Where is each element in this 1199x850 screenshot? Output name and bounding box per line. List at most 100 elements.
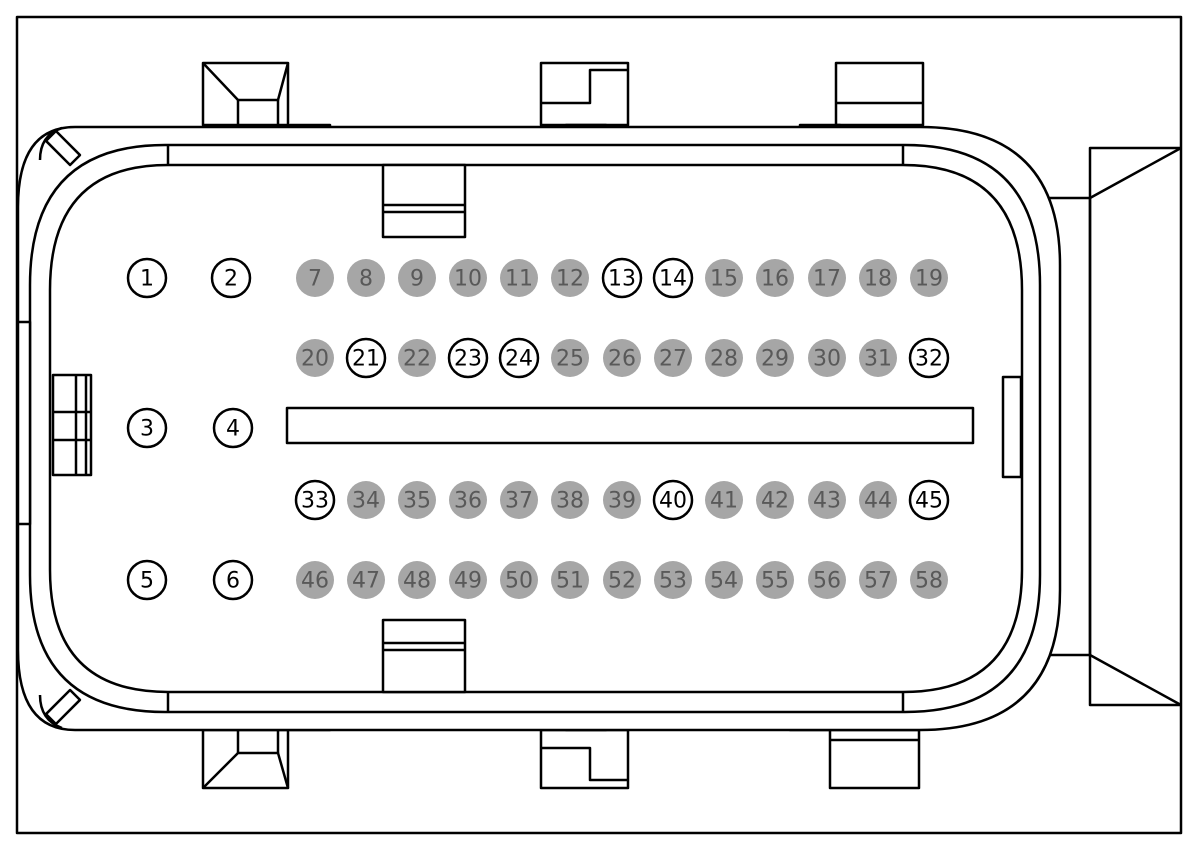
pin-15-label: 15 [710,267,738,292]
pin-57-label: 57 [864,569,892,594]
pin-35-circle [398,481,436,519]
pin-44-circle [859,481,897,519]
pin-54: 54 [705,561,743,599]
pin-58: 58 [910,561,948,599]
bottom-coding-key [381,618,467,694]
pin-43-circle [808,481,846,519]
pin-46-label: 46 [301,569,329,594]
pin-30: 30 [808,339,846,377]
pin-33-label: 33 [301,489,329,514]
pin-4: 4 [212,407,254,449]
pin-49-circle [449,561,487,599]
pin-39: 39 [603,481,641,519]
pin-51: 51 [551,561,589,599]
pin-1: 1 [126,257,168,299]
pin-3-circle [126,407,168,449]
pin-47: 47 [347,561,385,599]
pin-10-label: 10 [454,267,482,292]
pin-24-label: 24 [505,347,533,372]
pin-35-label: 35 [403,489,431,514]
pin-57-circle [859,561,897,599]
pin-19: 19 [910,259,948,297]
pin-56-label: 56 [813,569,841,594]
pin-3: 3 [126,407,168,449]
pin-36-circle [449,481,487,519]
pin-58-circle [910,561,948,599]
pin-18-circle [859,259,897,297]
pin-26-label: 26 [608,347,636,372]
pin-15: 15 [705,259,743,297]
pin-36: 36 [449,481,487,519]
pin-53: 53 [654,561,692,599]
pin-50-label: 50 [505,569,533,594]
pin-48-circle [398,561,436,599]
pin-42-label: 42 [761,489,789,514]
pin-56: 56 [808,561,846,599]
pin-34-circle [347,481,385,519]
connector-shroud [28,143,1042,714]
pin-22: 22 [398,339,436,377]
pin-49: 49 [449,561,487,599]
pin-4-label: 4 [226,417,240,442]
pin-58-label: 58 [915,569,943,594]
pin-23: 23 [447,337,489,379]
pin-34: 34 [347,481,385,519]
pin-43: 43 [808,481,846,519]
pin-9: 9 [398,259,436,297]
top-coding-key [381,163,467,239]
pin-25: 25 [551,339,589,377]
pin-12-circle [551,259,589,297]
pin-57: 57 [859,561,897,599]
pin-27-label: 27 [659,347,687,372]
pin-47-circle [347,561,385,599]
pin-42-circle [756,481,794,519]
pin-1-label: 1 [140,267,154,292]
pin-37-circle [500,481,538,519]
pin-53-label: 53 [659,569,687,594]
pin-11-label: 11 [505,267,533,292]
pin-31-label: 31 [864,347,892,372]
pin-21-circle [345,337,387,379]
pin-17-label: 17 [813,267,841,292]
pin-32-circle [908,337,950,379]
pin-19-circle [910,259,948,297]
pin-26: 26 [603,339,641,377]
pin-36-label: 36 [454,489,482,514]
pin-3-label: 3 [140,417,154,442]
pin-6-label: 6 [226,569,240,594]
pin-45-label: 45 [915,489,943,514]
pin-51-circle [551,561,589,599]
pin-38-circle [551,481,589,519]
pin-45-circle [908,479,950,521]
polarization-slot [285,406,975,445]
pin-39-label: 39 [608,489,636,514]
pin-32: 32 [908,337,950,379]
pin-20: 20 [296,339,334,377]
bottom-tab-center [539,722,630,790]
pin-5: 5 [126,559,168,601]
pin-8-circle [347,259,385,297]
pin-2: 2 [210,257,252,299]
pin-55: 55 [756,561,794,599]
pin-55-circle [756,561,794,599]
pin-26-circle [603,339,641,377]
pin-28-label: 28 [710,347,738,372]
pin-11: 11 [500,259,538,297]
pin-45: 45 [908,479,950,521]
pin-24-circle [498,337,540,379]
pin-33-circle [294,479,336,521]
pin-23-circle [447,337,489,379]
pin-6-circle [212,559,254,601]
pin-40: 40 [652,479,694,521]
bottom-tab-left [201,722,332,790]
pin-51-label: 51 [556,569,584,594]
pin-54-label: 54 [710,569,738,594]
pin-29: 29 [756,339,794,377]
pin-14: 14 [652,257,694,299]
pin-38-label: 38 [556,489,584,514]
pin-18-label: 18 [864,267,892,292]
pin-20-circle [296,339,334,377]
pin-8-label: 8 [359,267,373,292]
